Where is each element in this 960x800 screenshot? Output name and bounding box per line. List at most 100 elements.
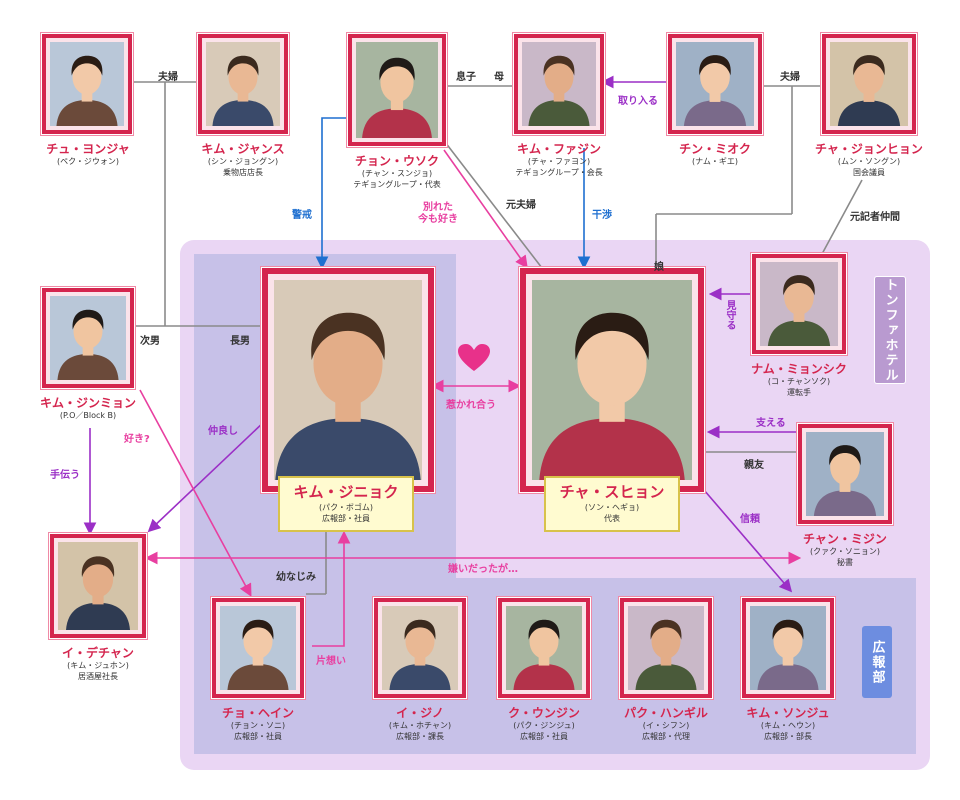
portrait-cha-soohyun bbox=[519, 267, 705, 493]
person-actor-chu-youngja: (ペク・ジウォン) bbox=[56, 157, 120, 166]
person-name-lee-daechan: イ・デチャン bbox=[62, 646, 134, 660]
portrait-photo bbox=[506, 606, 582, 690]
portrait-lee-daechan bbox=[49, 533, 147, 639]
person-name: キム・ジニョク bbox=[293, 483, 399, 501]
portrait-photo bbox=[830, 42, 908, 126]
rel-label-help: 手伝う bbox=[50, 470, 80, 481]
portrait-photo bbox=[50, 42, 124, 126]
person-actor-lee-jino: (キム・ホチャン) bbox=[388, 721, 452, 730]
person-name-jang-mijin: チャン・ミジン bbox=[803, 532, 887, 546]
person-role: 広報部・社員 bbox=[322, 514, 370, 523]
portrait-cha-jonghyun bbox=[821, 33, 917, 135]
person-name: チャ・スヒョン bbox=[559, 483, 665, 501]
person-name-kim-hwajin: キム・ファジン bbox=[516, 142, 601, 156]
person-actor-kim-sunju: (キム・ヘウン) bbox=[760, 721, 816, 730]
heart-icon bbox=[458, 344, 490, 371]
portrait-photo bbox=[806, 432, 884, 516]
person-actor-jang-mijin: (クァク・ソニョン) bbox=[809, 547, 881, 556]
person-actor-kim-jinmyung: (P.O／Block B) bbox=[59, 411, 117, 420]
rel-label-interfere: 干渉 bbox=[592, 210, 612, 221]
rel-label-disliked-but: 嫌いだったが… bbox=[448, 564, 518, 575]
person-actor-lee-daechan: (キム・ジュホン) bbox=[67, 661, 129, 670]
rel-label-attracted: 惹かれ合う bbox=[446, 400, 496, 411]
rel-label-eldest-son: 長男 bbox=[230, 336, 250, 347]
person-name-kim-jangsu: キム・ジャンス bbox=[201, 142, 285, 156]
person-name-jo-hyein: チョ・ヘイン bbox=[221, 706, 294, 720]
rel-label-ex-spouse: 元夫婦 bbox=[506, 200, 536, 211]
person-role-jang-mijin: 秘書 bbox=[837, 558, 853, 567]
portrait-photo bbox=[220, 606, 296, 690]
person-role-nam-myungsik: 運転手 bbox=[787, 388, 811, 397]
rel-label-married-right: 夫婦 bbox=[780, 72, 800, 83]
person-actor-ku-woonjin: (パク・ジンジュ) bbox=[513, 721, 575, 730]
person-actor-jin-miok: (ナム・ギエ) bbox=[691, 157, 738, 166]
person-name-nam-myungsik: ナム・ミョンシク bbox=[751, 362, 847, 376]
portrait-kim-jinmyung bbox=[41, 287, 135, 389]
person-role-jo-hyein: 広報部・社員 bbox=[234, 732, 282, 741]
person-actor: (ソン・ヘギョ) bbox=[584, 503, 640, 512]
portrait-jo-hyein bbox=[211, 597, 305, 699]
portrait-photo bbox=[522, 42, 596, 126]
person-role-ku-woonjin: 広報部・社員 bbox=[520, 732, 568, 741]
portrait-photo bbox=[760, 262, 838, 346]
portrait-park-hangil bbox=[619, 597, 713, 699]
rel-label-caution: 警戒 bbox=[292, 210, 312, 221]
person-name-kim-jinmyung: キム・ジンミョン bbox=[39, 396, 136, 410]
person-name-cha-jonghyun: チャ・ジョンヒョン bbox=[815, 142, 923, 156]
person-role-kim-jangsu: 乗物店店長 bbox=[223, 168, 263, 177]
pr-department-label: 広報部 bbox=[862, 626, 892, 698]
rel-label-second-son: 次男 bbox=[140, 336, 160, 347]
person-actor: (パク・ボゴム) bbox=[318, 503, 374, 512]
portrait-kim-sunju bbox=[741, 597, 835, 699]
person-role-park-hangil: 広報部・代理 bbox=[642, 732, 690, 741]
portrait-nam-myungsik bbox=[751, 253, 847, 355]
rel-label-childhood-friend: 幼なじみ bbox=[276, 572, 316, 583]
rel-label-watch-over: 見守る bbox=[724, 300, 735, 330]
rel-label-unrequited-love: 片想い bbox=[316, 656, 346, 667]
portrait-chu-youngja bbox=[41, 33, 133, 135]
portrait-photo bbox=[274, 280, 422, 480]
rel-label-son: 息子 bbox=[456, 72, 476, 83]
portrait-jeong-woosuk bbox=[347, 33, 447, 147]
portrait-photo bbox=[58, 542, 138, 630]
rel-label-mother: 母 bbox=[494, 72, 504, 83]
person-role-kim-sunju: 広報部・部長 bbox=[764, 732, 812, 741]
portrait-ku-woonjin bbox=[497, 597, 591, 699]
portrait-kim-jinhyuk bbox=[261, 267, 435, 493]
portrait-photo bbox=[532, 280, 692, 480]
portrait-kim-hwajin bbox=[513, 33, 605, 135]
person-actor-cha-jonghyun: (ムン・ソングン) bbox=[837, 157, 901, 166]
person-role-kim-hwajin: テギョングループ・会長 bbox=[515, 168, 603, 177]
hotel-label: トンファホテル bbox=[874, 276, 906, 384]
person-actor-nam-myungsik: (コ・チャンソク) bbox=[767, 377, 831, 386]
person-name-lee-jino: イ・ジノ bbox=[396, 706, 444, 720]
person-actor-jeong-woosuk: (チャン・スンジョ) bbox=[361, 169, 433, 178]
rel-label-crush-question: 好き? bbox=[124, 434, 150, 445]
portrait-photo bbox=[628, 606, 704, 690]
person-name-chu-youngja: チュ・ヨンジャ bbox=[46, 142, 130, 156]
person-name-park-hangil: パク・ハンギル bbox=[624, 706, 708, 720]
portrait-photo bbox=[206, 42, 280, 126]
person-name-jeong-woosuk: チョン・ウソク bbox=[354, 154, 439, 168]
name-plate-cha-soohyun: チャ・スヒョン (ソン・ヘギョ) 代表 bbox=[544, 476, 680, 532]
person-role-jeong-woosuk: テギョングループ・代表 bbox=[353, 180, 441, 189]
portrait-photo bbox=[750, 606, 826, 690]
person-role-lee-daechan: 居酒屋社長 bbox=[78, 672, 118, 681]
person-role-lee-jino: 広報部・課長 bbox=[396, 732, 444, 741]
portrait-lee-jino bbox=[373, 597, 467, 699]
person-actor-kim-jangsu: (シン・ジョングン) bbox=[207, 157, 279, 166]
rel-label-close-friends: 仲良し bbox=[208, 426, 238, 437]
portrait-jin-miok bbox=[667, 33, 763, 135]
person-name-ku-woonjin: ク・ウンジン bbox=[508, 706, 580, 720]
rel-label-best-friends: 親友 bbox=[744, 460, 764, 471]
rel-label-trust: 信頼 bbox=[740, 514, 760, 525]
person-role: 代表 bbox=[604, 514, 620, 523]
person-role-cha-jonghyun: 国会議員 bbox=[853, 168, 885, 177]
portrait-jang-mijin bbox=[797, 423, 893, 525]
portrait-photo bbox=[50, 296, 126, 380]
person-actor-park-hangil: (イ・シフン) bbox=[642, 721, 690, 730]
portrait-kim-jangsu bbox=[197, 33, 289, 135]
portrait-photo bbox=[356, 42, 438, 138]
